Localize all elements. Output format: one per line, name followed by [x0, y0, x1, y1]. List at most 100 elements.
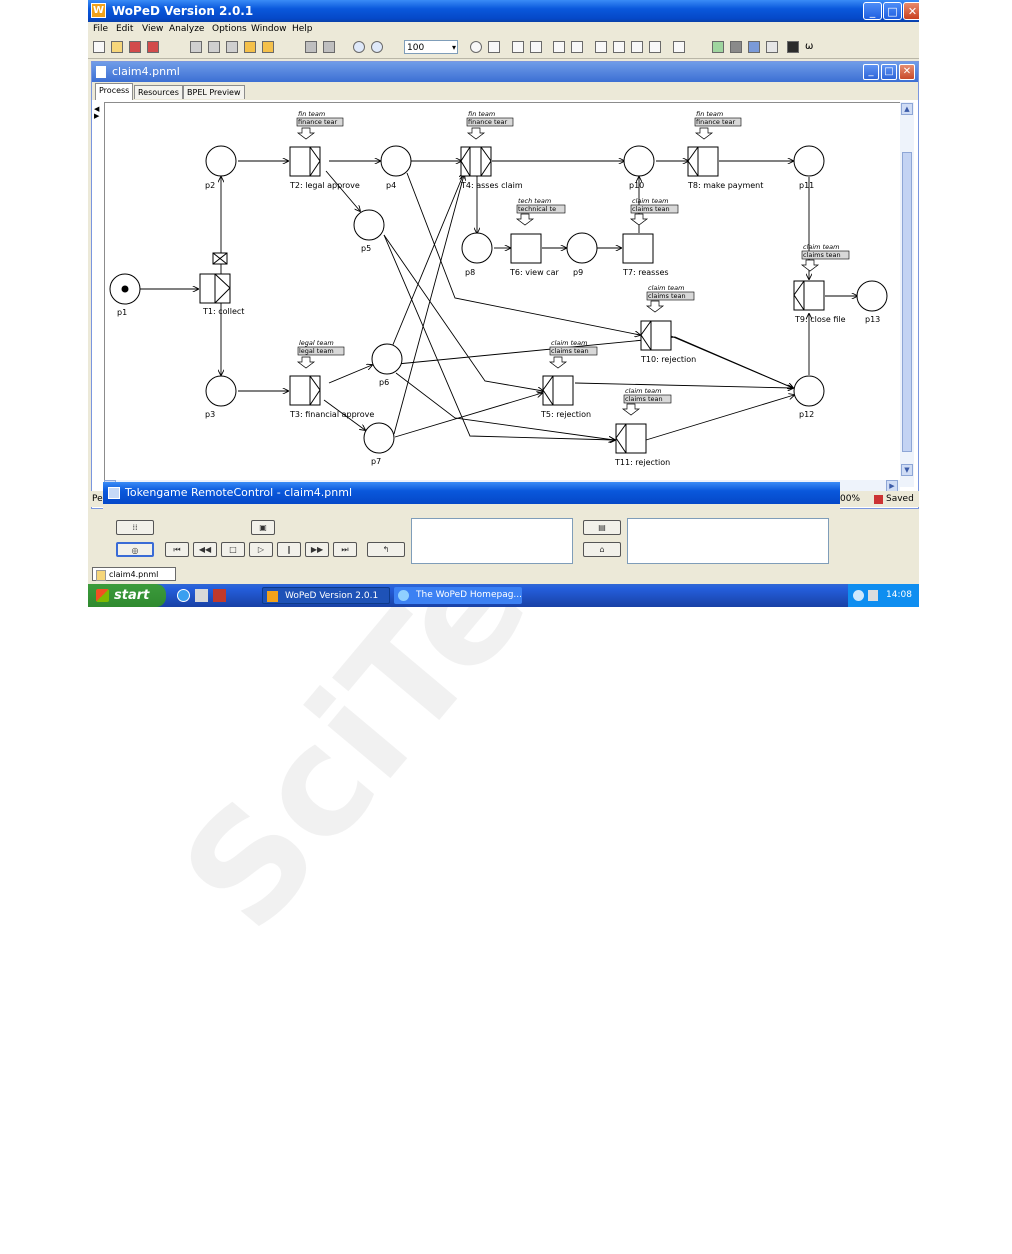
document-title-bar[interactable]: claim4.pnml _ □ ✕: [92, 62, 918, 82]
place-p9: [566, 232, 598, 264]
step-back-button[interactable]: ◀◀: [193, 542, 217, 557]
save-history-button[interactable]: ▤: [583, 520, 621, 535]
xor-join-icon[interactable]: [571, 41, 583, 53]
transition-T8: [687, 146, 719, 177]
menu-view[interactable]: View: [142, 24, 164, 34]
pause-button[interactable]: ∥: [277, 542, 301, 557]
paste-icon[interactable]: [226, 41, 238, 53]
analysis-icon[interactable]: [748, 41, 760, 53]
minimize-button[interactable]: _: [863, 2, 882, 20]
scroll-right-icon[interactable]: ▶: [886, 480, 898, 492]
task-browser[interactable]: The WoPeD Homepag...: [394, 587, 522, 604]
redo-icon[interactable]: [262, 41, 274, 53]
close-button[interactable]: ✕: [903, 2, 919, 20]
tab-resources[interactable]: Resources: [134, 85, 183, 99]
task-woped[interactable]: WoPeD Version 2.0.1: [262, 587, 390, 604]
group-icon[interactable]: [305, 41, 317, 53]
stop-button[interactable]: □: [221, 542, 245, 557]
net-canvas[interactable]: fin team finance tear fin team finance t…: [104, 102, 902, 482]
svg-text:technical te: technical te: [518, 205, 556, 213]
tray-volume-icon[interactable]: [868, 590, 878, 601]
doc-minimize-button[interactable]: _: [863, 64, 879, 80]
quicklaunch-app-icon[interactable]: [213, 589, 226, 602]
cut-icon[interactable]: [190, 41, 202, 53]
label-p9: p9: [573, 268, 583, 277]
vertical-scrollbar[interactable]: ▲ ▼: [900, 102, 914, 487]
tab-bpel-preview[interactable]: BPEL Preview: [183, 85, 245, 99]
auto-mode-button[interactable]: ◎: [116, 542, 154, 557]
svg-text:claims tean: claims tean: [625, 395, 663, 403]
undo-icon[interactable]: [244, 41, 256, 53]
arcs: [140, 161, 857, 440]
step-forward-button[interactable]: ▶▶: [305, 542, 329, 557]
status-zoom: 00%: [840, 494, 861, 504]
jump-end-button[interactable]: ⏭: [333, 542, 357, 557]
and-xor-icon[interactable]: [631, 41, 643, 53]
label-T5: T5: rejection: [540, 410, 591, 419]
clock: 14:08: [886, 590, 912, 600]
record-button[interactable]: ▣: [251, 520, 275, 535]
tab-process[interactable]: Process: [95, 83, 134, 100]
transition-tool-icon[interactable]: [488, 41, 500, 53]
place-tool-icon[interactable]: [470, 41, 482, 53]
scroll-down-icon[interactable]: ▼: [901, 464, 913, 476]
xor-split-join-icon[interactable]: [613, 41, 625, 53]
xor-split-icon[interactable]: [553, 41, 565, 53]
xor-and-icon[interactable]: [649, 41, 661, 53]
svg-text:tech team: tech team: [518, 197, 551, 205]
play-button[interactable]: ▷: [249, 542, 273, 557]
step-mode-button[interactable]: ⁞⁞: [116, 520, 154, 535]
menu-options[interactable]: Options: [212, 24, 247, 34]
and-split-icon[interactable]: [512, 41, 524, 53]
maximize-button[interactable]: □: [883, 2, 902, 20]
ie-icon[interactable]: [177, 589, 190, 602]
history-button[interactable]: ↰: [367, 542, 405, 557]
open-folder-icon[interactable]: [111, 41, 123, 53]
window-button-claim4[interactable]: claim4.pnml: [92, 567, 176, 581]
layout-icon[interactable]: [766, 41, 778, 53]
title-bar[interactable]: W WoPeD Version 2.0.1 _ □ ✕: [88, 0, 919, 22]
transition-T10: [640, 320, 672, 351]
zoom-in-icon[interactable]: [353, 41, 365, 53]
menu-window[interactable]: Window: [251, 24, 287, 34]
scroll-thumb[interactable]: [902, 152, 912, 452]
jump-start-button[interactable]: ⏮: [165, 542, 189, 557]
omega-icon[interactable]: ω: [805, 41, 814, 52]
menu-file[interactable]: File: [93, 24, 109, 34]
internal-window-bar: claim4.pnml: [88, 566, 919, 583]
copy-icon[interactable]: [208, 41, 220, 53]
menu-help[interactable]: Help: [292, 24, 313, 34]
delete-history-button[interactable]: ⌂: [583, 542, 621, 557]
start-button[interactable]: start: [88, 584, 166, 607]
doc-maximize-button[interactable]: □: [881, 64, 897, 80]
label-p11: p11: [799, 181, 814, 190]
subprocess-icon[interactable]: [673, 41, 685, 53]
zoom-out-icon[interactable]: [371, 41, 383, 53]
coverability-icon[interactable]: [730, 41, 742, 53]
label-p2: p2: [205, 181, 215, 190]
side-arrows[interactable]: ◀▶: [94, 105, 100, 120]
label-p6: p6: [379, 378, 389, 387]
document-icon: [96, 66, 106, 78]
new-file-icon[interactable]: [93, 41, 105, 53]
movie-icon[interactable]: [787, 41, 799, 53]
ungroup-icon[interactable]: [323, 41, 335, 53]
transition-list[interactable]: [411, 518, 573, 564]
label-p4: p4: [386, 181, 396, 190]
and-split-join-icon[interactable]: [595, 41, 607, 53]
and-join-icon[interactable]: [530, 41, 542, 53]
doc-close-button[interactable]: ✕: [899, 64, 915, 80]
history-list[interactable]: [627, 518, 829, 564]
menu-analyze[interactable]: Analyze: [169, 24, 205, 34]
menu-edit[interactable]: Edit: [116, 24, 134, 34]
tray-arrow-icon[interactable]: [853, 590, 864, 601]
scroll-up-icon[interactable]: ▲: [901, 103, 913, 115]
status-left: Pe: [92, 494, 103, 504]
tokengame-title-bar[interactable]: Tokengame RemoteControl - claim4.pnml: [103, 482, 840, 504]
zoom-select[interactable]: 100 ▾: [404, 40, 458, 54]
quicklaunch-icon[interactable]: [195, 589, 208, 602]
save-as-icon[interactable]: [147, 41, 159, 53]
start-label: start: [114, 588, 150, 603]
tokengame-icon[interactable]: [712, 41, 724, 53]
save-icon[interactable]: [129, 41, 141, 53]
